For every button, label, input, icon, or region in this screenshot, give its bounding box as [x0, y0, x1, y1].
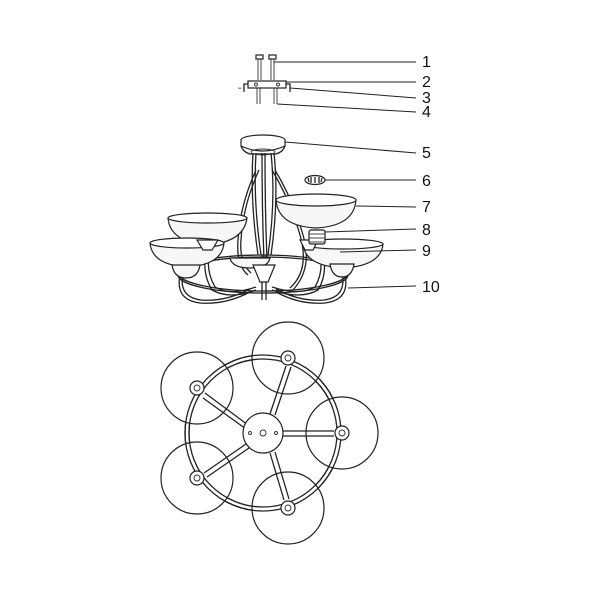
- mounting-screws: [255, 54, 277, 80]
- leader-lines: [274, 61, 417, 289]
- mounting-hardware: ═: [237, 54, 291, 104]
- bulb-socket: [308, 229, 326, 245]
- top-view-spokes: [202, 365, 334, 501]
- bracket-screws: [256, 88, 278, 104]
- callout-7: 7: [422, 199, 431, 216]
- top-view-hub: [242, 412, 284, 454]
- callout-3: 3: [422, 90, 431, 107]
- shade-detached: [275, 193, 357, 229]
- callout-10: 10: [422, 279, 440, 296]
- glass-shades: [149, 193, 384, 279]
- callout-1: 1: [422, 54, 431, 71]
- mounting-bracket: ═: [237, 80, 291, 92]
- retaining-nut: [304, 174, 326, 186]
- ceiling-canopy: [240, 134, 286, 156]
- top-view: [160, 321, 379, 545]
- callout-labels: 1 2 3 4 5 6 7 8 9 10: [422, 54, 440, 296]
- callout-2: 2: [422, 74, 431, 91]
- callout-4: 4: [422, 104, 431, 121]
- callout-6: 6: [422, 173, 431, 190]
- callout-8: 8: [422, 222, 431, 239]
- callout-5: 5: [422, 145, 431, 162]
- callout-9: 9: [422, 243, 431, 260]
- top-view-holders: [189, 350, 350, 516]
- svg-text:═: ═: [237, 86, 242, 92]
